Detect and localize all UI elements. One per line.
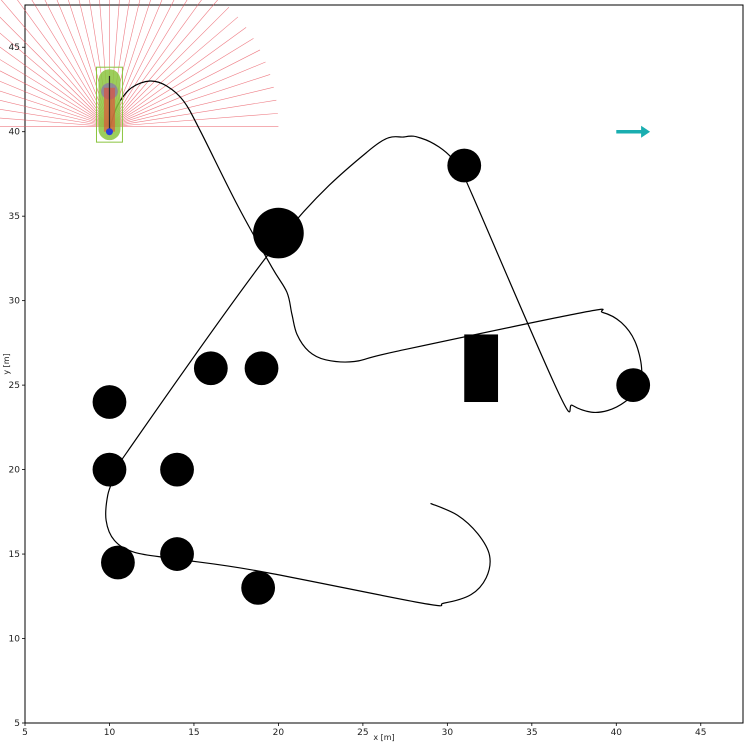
obstacles xyxy=(92,148,651,605)
sensor-ray xyxy=(0,90,110,127)
sensor-ray xyxy=(0,46,110,127)
sensor-ray xyxy=(109,99,277,127)
vehicle-outline xyxy=(95,66,123,143)
sensor-ray xyxy=(109,38,254,127)
y-tick-label: 10 xyxy=(9,635,21,645)
sensor-ray xyxy=(0,100,110,127)
x-tick-label: 45 xyxy=(695,728,706,738)
y-tick-label: 40 xyxy=(9,128,21,138)
y-tick-label: 25 xyxy=(9,381,20,391)
obstacle-circle xyxy=(92,385,127,419)
trajectory-line xyxy=(105,80,643,607)
sensor-ray xyxy=(0,59,110,127)
sensor-ray xyxy=(109,0,219,127)
sensor-ray xyxy=(109,27,247,127)
sensor-ray xyxy=(109,0,188,127)
sensor-ray xyxy=(31,0,110,127)
x-tick-label: 25 xyxy=(357,728,368,738)
obstacle-circle xyxy=(193,351,228,386)
obstacle-circle xyxy=(244,351,279,386)
sensor-ray xyxy=(109,49,261,127)
obstacle-rect xyxy=(464,334,499,403)
vehicle xyxy=(95,66,123,143)
plot-area xyxy=(24,4,744,724)
obstacle-circle xyxy=(160,452,194,487)
axes: 5 10 15 20 25 30 35 40 45 5 10 15 20 25 30 35 40 45 xyxy=(9,43,707,738)
x-tick-label: 30 xyxy=(442,728,454,738)
trajectory xyxy=(105,80,643,607)
sensor-ray xyxy=(0,117,110,127)
sensor-ray xyxy=(0,70,110,127)
sensor-ray xyxy=(109,0,202,127)
obstacle-circle xyxy=(92,452,127,487)
obstacle-circle xyxy=(447,148,482,183)
x-tick-label: 20 xyxy=(273,728,285,738)
x-tick-label: 40 xyxy=(611,728,623,738)
goal-arrow xyxy=(616,125,651,138)
y-tick-label: 5 xyxy=(14,719,20,729)
vehicle-position-marker xyxy=(105,128,113,136)
obstacle-circle xyxy=(241,570,276,605)
sensor-ray xyxy=(109,113,278,127)
sensor-ray xyxy=(0,32,110,127)
sensor-ray xyxy=(109,61,266,127)
sensor-ray xyxy=(17,0,110,127)
sensor-ray xyxy=(109,6,230,127)
y-tick-label: 45 xyxy=(9,43,20,53)
x-axis-label: x [m] xyxy=(373,733,394,742)
sensor-ray xyxy=(109,16,239,127)
sensor-ray xyxy=(0,0,110,127)
obstacle-circle xyxy=(253,207,304,259)
y-tick-label: 30 xyxy=(9,297,21,307)
goal-arrow-head xyxy=(641,125,651,138)
y-tick-label: 35 xyxy=(9,212,20,222)
y-tick-label: 20 xyxy=(9,466,21,476)
sensor-ray xyxy=(109,86,274,127)
sensor-ray xyxy=(109,74,271,127)
sensor-ray xyxy=(0,108,110,127)
obstacle-circle xyxy=(160,537,194,571)
obstacle-circle xyxy=(101,545,135,580)
x-tick-label: 10 xyxy=(104,728,116,738)
y-tick-label: 15 xyxy=(9,550,20,560)
x-tick-label: 35 xyxy=(526,728,537,738)
sensor-ray xyxy=(0,16,110,127)
x-tick-label: 5 xyxy=(22,728,28,738)
sensor-ray xyxy=(0,80,110,127)
y-axis-label: y [m] xyxy=(2,353,11,374)
x-tick-label: 15 xyxy=(188,728,199,738)
obstacle-circle xyxy=(616,368,651,403)
